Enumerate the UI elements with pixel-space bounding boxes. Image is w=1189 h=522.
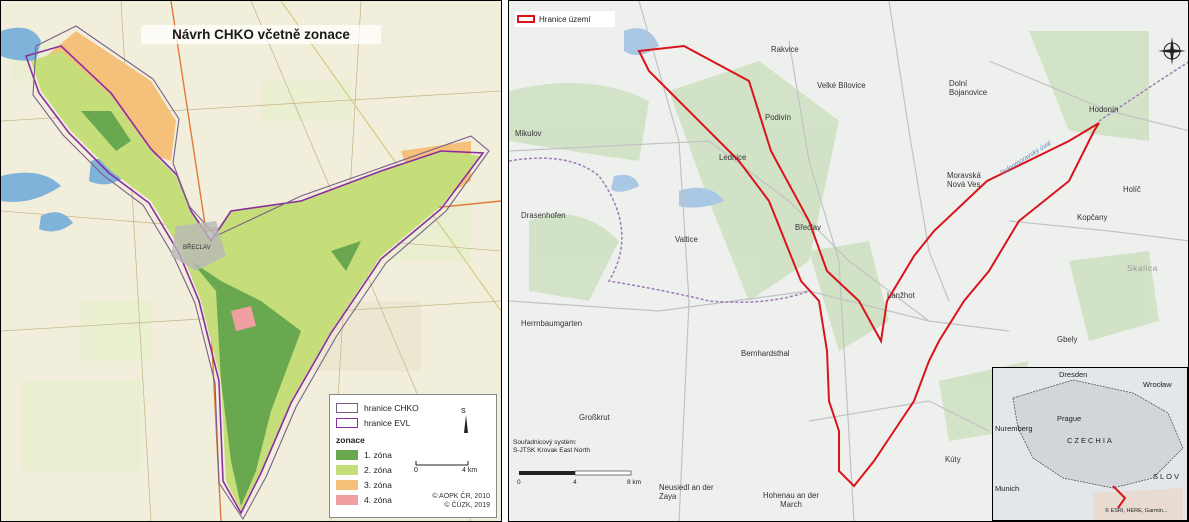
scale-end-label: 4 km bbox=[462, 467, 478, 474]
place-drasenhofen: Drasenhofen bbox=[521, 211, 566, 220]
place-velke-bilovice: Velké Bílovice bbox=[817, 81, 866, 90]
place-rakvice: Rakvice bbox=[771, 45, 799, 54]
zonation-map-panel: BŘECLAV Návrh CHKO včetně zonace hranice… bbox=[0, 0, 502, 522]
place-lanzhot: Lanžhot bbox=[887, 291, 915, 300]
inset-map-canvas bbox=[993, 368, 1187, 520]
legend-label-boundary: Hranice území bbox=[539, 14, 591, 24]
inset-place-prague: Prague bbox=[1057, 414, 1082, 423]
town-label-breclav: BŘECLAV bbox=[183, 243, 211, 251]
place-grosskrut: Großkrut bbox=[579, 413, 610, 422]
scale-bar bbox=[415, 461, 469, 466]
north-arrow-icon: S bbox=[461, 408, 468, 433]
legend-row-zone-1: 1. zóna bbox=[336, 450, 392, 460]
legend-swatch-chko bbox=[336, 403, 358, 413]
inset-place-wroclaw: Wrocław bbox=[1143, 380, 1172, 389]
legend-row-zone-2: 2. zóna bbox=[336, 465, 392, 475]
legend-row-zone-3: 3. zóna bbox=[336, 480, 392, 490]
compass-icon bbox=[1158, 37, 1186, 65]
place-valtice: Valtice bbox=[675, 235, 698, 244]
inset-place-dresden: Dresden bbox=[1059, 370, 1088, 379]
place-bernhardsthal: Bernhardsthal bbox=[741, 349, 790, 358]
scale-right-label-4: 4 bbox=[573, 479, 577, 486]
scale-right-label-8: 8 km bbox=[627, 479, 642, 486]
boundary-map-panel: Hranice území Rakvice Velké Bílovice Dol… bbox=[508, 0, 1189, 522]
zonation-legend: hranice CHKO hranice EVL zonace 1. zóna … bbox=[329, 394, 497, 518]
place-mikulov: Mikulov bbox=[515, 129, 542, 138]
scale-bar-right bbox=[519, 470, 632, 476]
place-gbely: Gbely bbox=[1057, 335, 1078, 344]
legend-row-evl: hranice EVL bbox=[336, 418, 410, 428]
place-skalica: Skalica bbox=[1127, 263, 1158, 273]
place-neusiedl: Neusiedl an der Zaya bbox=[659, 483, 714, 501]
place-hohenau: Hohenau an der March bbox=[763, 491, 819, 509]
legend-label-zone-2: 2. zóna bbox=[364, 465, 392, 475]
map-title: Návrh CHKO včetně zonace bbox=[141, 25, 381, 44]
legend-label-evl: hranice EVL bbox=[364, 418, 411, 428]
legend-swatch-boundary bbox=[517, 15, 535, 23]
inset-label-czechia: CZECHIA bbox=[1067, 436, 1114, 445]
legend-swatch-evl bbox=[336, 418, 358, 428]
scale-right-label-0: 0 bbox=[517, 479, 521, 486]
place-herrnbaumgarten: Herrnbaumgarten bbox=[521, 319, 583, 328]
place-kopcany: Kopčany bbox=[1077, 213, 1108, 222]
legend-swatch-zone-3 bbox=[336, 480, 358, 490]
legend-label-zone-3: 3. zóna bbox=[364, 480, 392, 490]
inset-place-munich: Munich bbox=[995, 484, 1020, 493]
credit-aopk: © AOPK ČR, 2010 bbox=[432, 493, 490, 500]
overview-inset-map: Dresden Wrocław Prague CZECHIA Nuremberg… bbox=[992, 367, 1188, 521]
place-kuty: Kúty bbox=[945, 455, 961, 464]
boundary-legend: Hranice území bbox=[515, 11, 615, 27]
legend-label-zone-1: 1. zóna bbox=[364, 450, 392, 460]
legend-zonation-heading: zonace bbox=[336, 435, 365, 445]
legend-swatch-zone-1 bbox=[336, 450, 358, 460]
legend-label-chko: hranice CHKO bbox=[364, 403, 419, 413]
legend-row-zone-4: 4. zóna bbox=[336, 495, 392, 505]
legend-row-chko: hranice CHKO bbox=[336, 403, 419, 413]
place-dolni-bojanovice: Dolní Bojanovice bbox=[949, 79, 988, 97]
place-holic: Holíč bbox=[1123, 185, 1141, 194]
inset-label-slovakia: SLOV bbox=[1153, 472, 1182, 481]
legend-swatch-zone-2 bbox=[336, 465, 358, 475]
legend-swatch-zone-4 bbox=[336, 495, 358, 505]
north-arrow-label: S bbox=[461, 408, 466, 415]
place-podivin: Podivín bbox=[765, 113, 792, 122]
place-moravska-nova-ves: Moravská Nová Ves bbox=[947, 171, 981, 189]
inset-place-nuremberg: Nuremberg bbox=[995, 424, 1033, 433]
place-lednice: Lednice bbox=[719, 153, 747, 162]
legend-label-zone-4: 4. zóna bbox=[364, 495, 392, 505]
coordinate-system-label: Souřadnicový systém: bbox=[513, 439, 577, 446]
place-hodonin: Hodonín bbox=[1089, 105, 1119, 114]
place-breclav: Břeclav bbox=[795, 223, 821, 232]
inset-credit: © ESRI, HERE, Garmin... bbox=[1105, 508, 1168, 514]
coordinate-system-value: S-JTSK Krovak East North bbox=[513, 447, 590, 454]
scale-start-label: 0 bbox=[414, 467, 418, 474]
zonation-map-canvas: BŘECLAV bbox=[1, 1, 501, 521]
coordinate-system-note: Souřadnicový systém: S-JTSK Krovak East … bbox=[513, 439, 590, 455]
credit-cuzk: © ČÚZK, 2019 bbox=[444, 502, 490, 509]
